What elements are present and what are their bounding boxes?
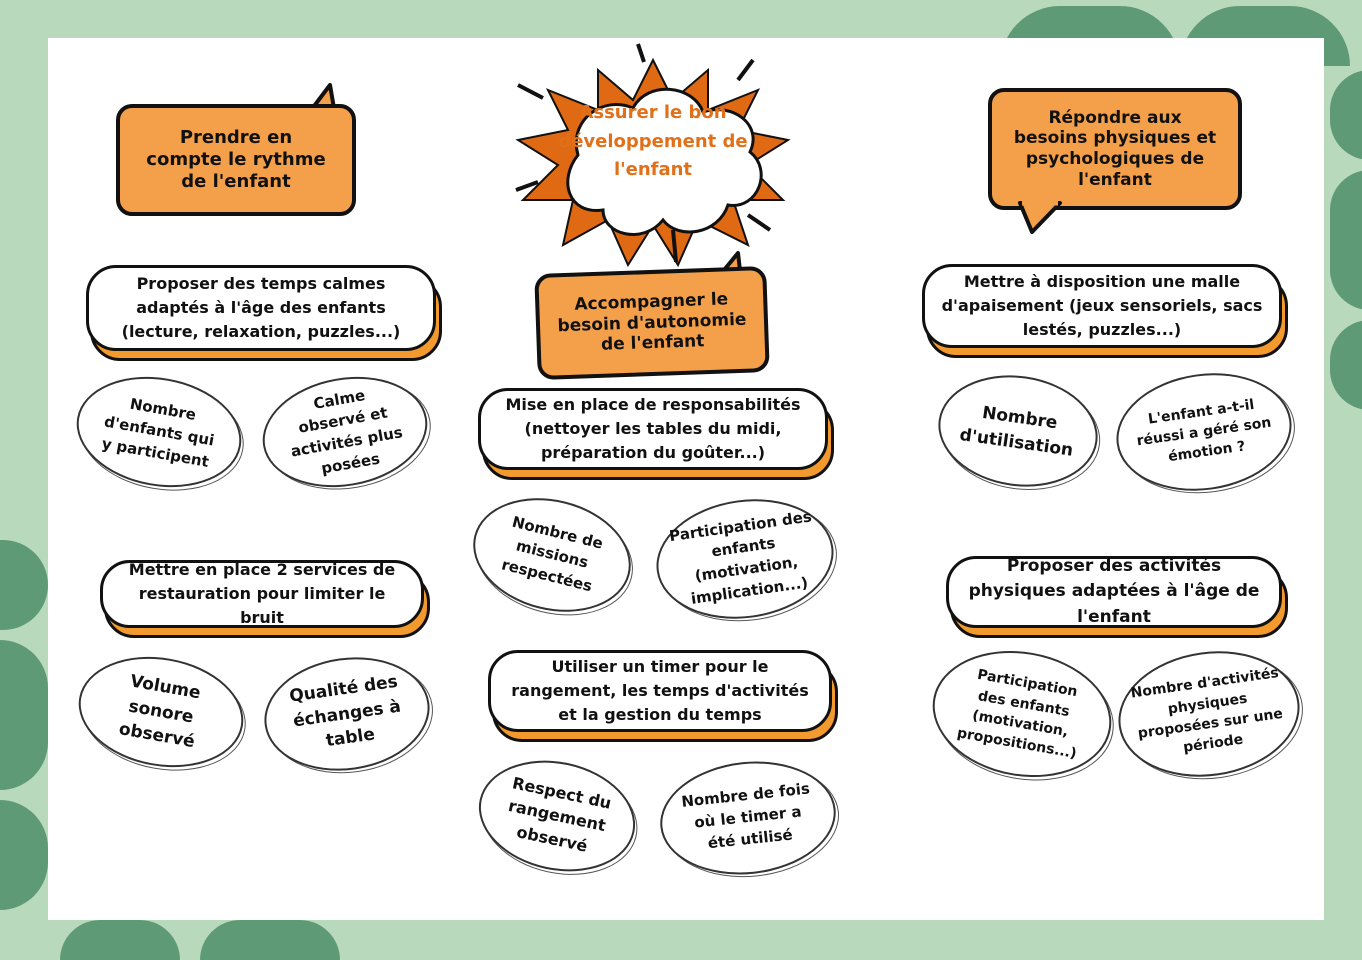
- goal-bubble-autonomy: Accompagner le besoin d'autonomie de l'e…: [534, 265, 770, 381]
- action-text: Utiliser un timer pour le rangement, les…: [488, 650, 832, 732]
- action-physical-activities: Proposer des activités physiques adaptée…: [946, 556, 1288, 638]
- background-decoration: [0, 540, 48, 630]
- background-decoration: [1330, 170, 1362, 310]
- background-decoration: [1330, 70, 1362, 160]
- background-decoration: [200, 920, 340, 960]
- background-decoration: [0, 640, 48, 790]
- burst-graphic: [515, 43, 791, 268]
- action-text: Mettre à disposition une malle d'apaisem…: [922, 264, 1282, 348]
- action-text: Mettre en place 2 services de restaurati…: [100, 560, 424, 628]
- action-text: Mise en place de responsabilités (nettoy…: [478, 388, 828, 470]
- action-text: Proposer des temps calmes adaptés à l'âg…: [86, 265, 436, 351]
- action-text: Proposer des activités physiques adaptée…: [946, 556, 1282, 628]
- action-timer: Utiliser un timer pour le rangement, les…: [488, 650, 838, 742]
- action-calm-times: Proposer des temps calmes adaptés à l'âg…: [86, 265, 442, 361]
- goal-bubble-needs: Répondre aux besoins physiques et psycho…: [988, 88, 1242, 210]
- action-soothing-trunk: Mettre à disposition une malle d'apaisem…: [922, 264, 1288, 358]
- background-decoration: [0, 800, 48, 910]
- goal-bubble-rhythm: Prendre en compte le rythme de l'enfant: [116, 104, 356, 216]
- bubble-tail: [1018, 200, 1062, 234]
- action-two-services: Mettre en place 2 services de restaurati…: [100, 560, 430, 638]
- background-decoration: [1330, 320, 1362, 410]
- center-title: Assurer le bon développement de l'enfant: [558, 101, 748, 181]
- background-decoration: [60, 920, 180, 960]
- action-responsibilities: Mise en place de responsabilités (nettoy…: [478, 388, 834, 480]
